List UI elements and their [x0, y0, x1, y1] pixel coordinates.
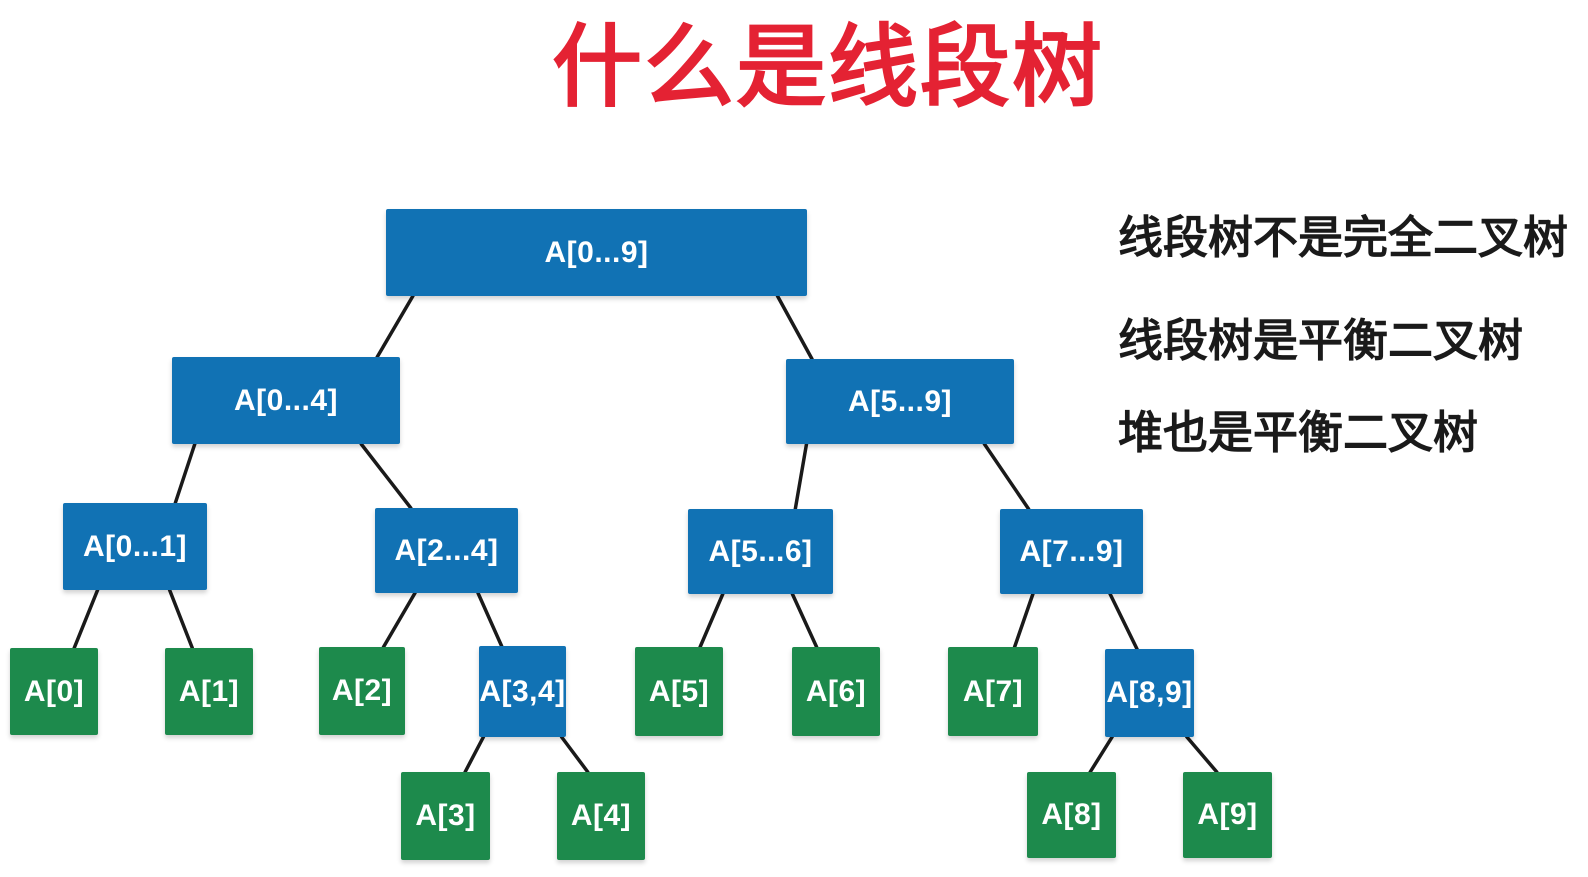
tree-edge-a0-9-a5-9	[775, 294, 814, 361]
tree-edge-a5-6-a5	[698, 592, 725, 649]
tree-node-a0: A[0]	[10, 648, 98, 735]
tree-node-a9: A[9]	[1183, 772, 1272, 858]
tree-edge-a0-4-a0-1	[173, 442, 197, 505]
tree-node-a5-9: A[5...9]	[786, 359, 1014, 444]
tree-edge-a2-4-a2	[381, 591, 417, 649]
tree-node-a2-4: A[2...4]	[375, 508, 518, 593]
tree-edge-a5-9-a5-6	[793, 442, 809, 511]
note-line-3: 堆也是平衡二叉树	[1118, 407, 1479, 458]
tree-edge-a7-9-a8-9	[1108, 592, 1139, 651]
tree-edge-a8-9-a9	[1185, 735, 1219, 774]
tree-edge-a5-9-a7-9	[982, 442, 1031, 511]
tree-edge-a2-4-a3-4	[476, 591, 504, 648]
tree-node-a6: A[6]	[792, 647, 880, 736]
tree-node-a7: A[7]	[948, 647, 1038, 736]
tree-edge-a0-1-a0	[72, 588, 100, 650]
note-line-1: 线段树不是完全二叉树	[1118, 212, 1569, 263]
tree-edge-a8-9-a8	[1088, 735, 1114, 774]
note-line-2: 线段树是平衡二叉树	[1118, 315, 1524, 366]
tree-edge-a3-4-a3	[463, 735, 486, 774]
tree-node-a5: A[5]	[635, 647, 723, 736]
tree-node-a5-6: A[5...6]	[688, 509, 833, 594]
tree-node-a0-1: A[0...1]	[63, 503, 207, 590]
tree-node-a3-4: A[3,4]	[479, 646, 566, 737]
tree-edge-a7-9-a7	[1012, 592, 1035, 649]
tree-edge-a3-4-a4	[559, 735, 590, 774]
tree-node-a0-4: A[0...4]	[172, 357, 400, 444]
tree-edge-a5-6-a6	[790, 592, 819, 649]
tree-node-a0-9: A[0...9]	[386, 209, 807, 296]
page-title: 什么是线段树	[552, 18, 1104, 118]
tree-node-a1: A[1]	[165, 648, 253, 735]
tree-node-a8: A[8]	[1027, 772, 1116, 858]
tree-node-a4: A[4]	[557, 772, 645, 860]
tree-node-a8-9: A[8,9]	[1105, 649, 1194, 737]
tree-node-a7-9: A[7...9]	[1000, 509, 1143, 594]
tree-edge-a0-1-a1	[167, 588, 195, 650]
tree-node-a2: A[2]	[319, 647, 405, 735]
tree-edge-a0-9-a0-4	[375, 294, 415, 359]
tree-edge-a0-4-a2-4	[359, 442, 413, 510]
tree-node-a3: A[3]	[401, 772, 490, 860]
